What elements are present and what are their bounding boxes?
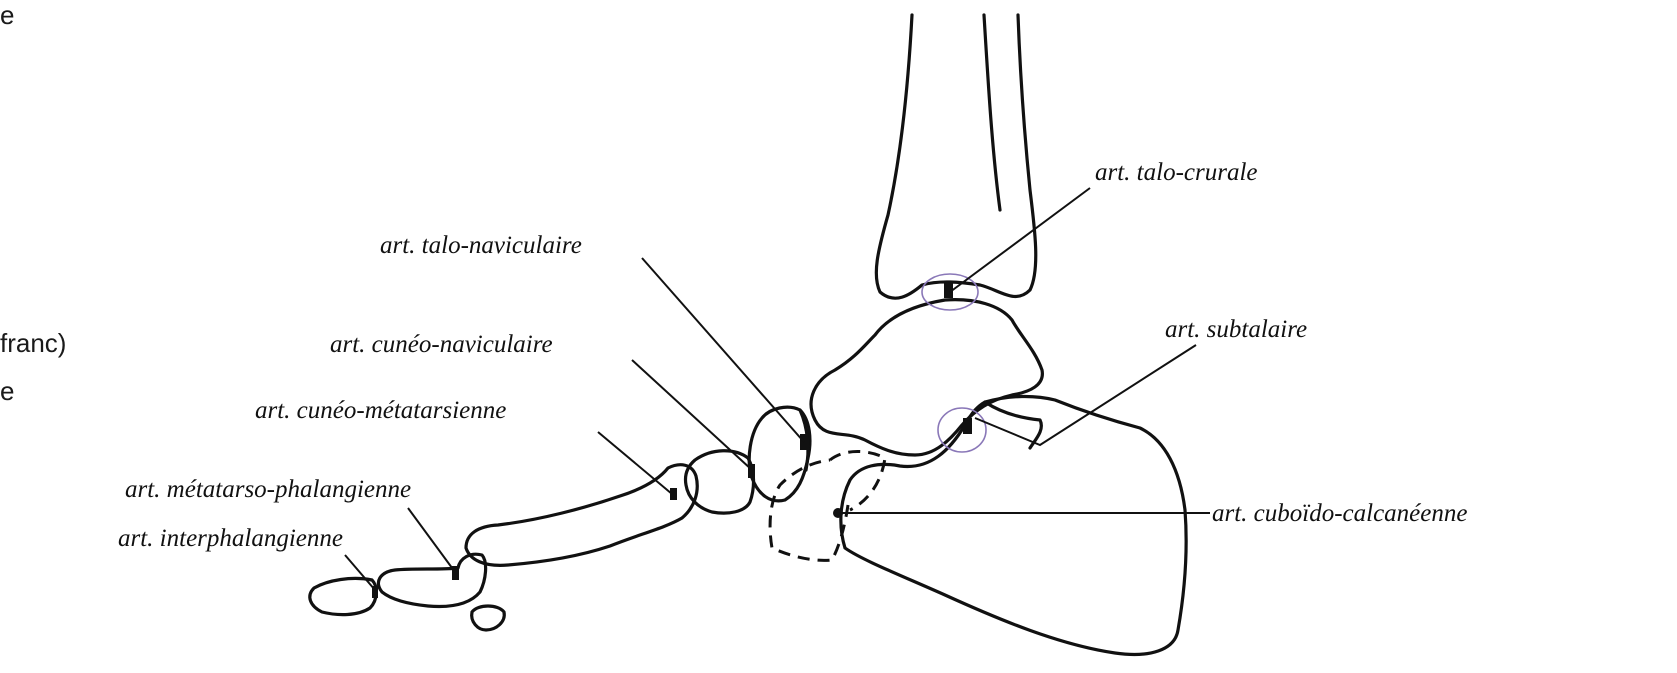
label-interphalangienne: art. interphalangienne — [118, 525, 343, 552]
clipped-text-top: e — [0, 0, 14, 30]
label-talo-naviculaire: art. talo-naviculaire — [380, 232, 582, 259]
distal-phalanx — [310, 578, 376, 614]
proximal-phalanx — [378, 554, 485, 606]
leader-cuneo-naviculaire — [632, 360, 752, 470]
label-talo-crurale: art. talo-crurale — [1095, 159, 1258, 186]
leader-metatarso-phalangienne — [408, 508, 455, 572]
clipped-text-bottom: e — [0, 376, 14, 406]
leader-talo-naviculaire — [642, 258, 804, 442]
label-subtalaire: art. subtalaire — [1165, 316, 1307, 343]
label-metatarso-phalangienne: art. métatarso-phalangienne — [125, 476, 411, 503]
sesamoid-bone — [472, 606, 505, 630]
label-cuneo-naviculaire: art. cunéo-naviculaire — [330, 331, 553, 358]
label-cuneo-metatarsienne: art. cunéo-métatarsienne — [255, 397, 506, 424]
fibula — [984, 15, 1000, 210]
joint-subtalaire — [963, 418, 972, 434]
leader-talo-crurale — [950, 188, 1090, 292]
clipped-text-franc: franc) — [0, 328, 66, 358]
label-cuboido-calcaneenne: art. cuboïdo-calcanéenne — [1212, 500, 1467, 527]
calcaneus — [841, 396, 1186, 654]
tibia — [876, 15, 1035, 298]
first-metatarsal — [466, 465, 697, 566]
leader-interphalangienne — [345, 555, 375, 590]
leader-cuneo-metatarsienne — [598, 432, 672, 494]
